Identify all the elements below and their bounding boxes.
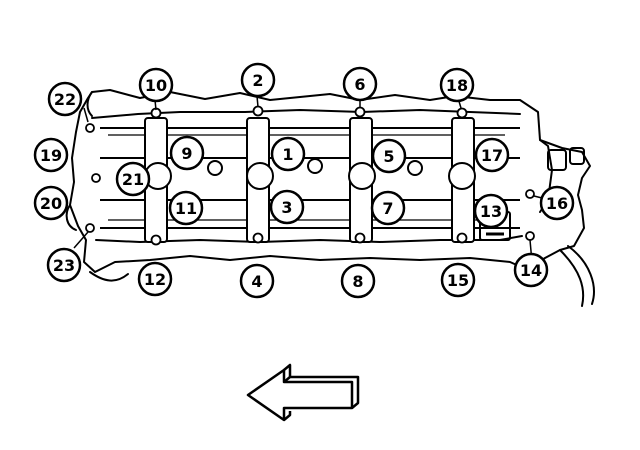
callout-circle xyxy=(47,81,83,117)
callout-circle xyxy=(539,185,575,221)
end-features xyxy=(479,147,585,241)
callout-label: 13 xyxy=(480,202,502,221)
callout-label: 16 xyxy=(546,194,568,213)
callout-label: 23 xyxy=(53,256,75,275)
callout-circle xyxy=(168,190,204,226)
callout-bolt-17: 17 xyxy=(474,137,510,173)
callout-label: 12 xyxy=(144,270,166,289)
callout-label: 5 xyxy=(383,147,394,166)
callout-bolt-8: 8 xyxy=(340,263,376,299)
bearing-caps xyxy=(144,117,475,243)
callout-circle xyxy=(239,263,275,299)
callout-circle xyxy=(513,252,549,288)
callout-bolt-23: 23 xyxy=(46,247,82,283)
callout-label: 14 xyxy=(520,261,542,280)
callout-label: 2 xyxy=(252,71,263,90)
callout-bolt-3: 3 xyxy=(269,189,305,225)
callout-label: 1 xyxy=(282,145,293,164)
left-arrow-icon xyxy=(246,363,360,422)
callout-circle xyxy=(270,136,306,172)
callout-bolt-12: 12 xyxy=(137,261,173,297)
callout-circle xyxy=(138,67,174,103)
callout-bolt-16: 16 xyxy=(539,185,575,221)
callout-label: 7 xyxy=(382,199,393,218)
callout-bolt-18: 18 xyxy=(439,67,475,103)
callout-bolt-19: 19 xyxy=(33,137,69,173)
callout-label: 21 xyxy=(122,170,144,189)
callout-label: 8 xyxy=(352,272,363,291)
callout-circle xyxy=(115,161,151,197)
callout-bolt-9: 9 xyxy=(169,135,205,171)
callout-circle xyxy=(342,66,378,102)
callout-circle xyxy=(46,247,82,283)
callout-circle xyxy=(474,137,510,173)
callout-bolt-20: 20 xyxy=(33,185,69,221)
callout-circle xyxy=(33,137,69,173)
callout-bolt-1: 1 xyxy=(270,136,306,172)
callout-label: 17 xyxy=(481,146,503,165)
callout-circle xyxy=(240,62,276,98)
callout-bolt-10: 10 xyxy=(138,67,174,103)
callout-label: 19 xyxy=(40,146,62,165)
callout-bolt-7: 7 xyxy=(370,190,406,226)
callout-label: 18 xyxy=(446,76,468,95)
callout-circle xyxy=(439,67,475,103)
callout-label: 22 xyxy=(54,90,76,109)
callout-circle xyxy=(371,138,407,174)
callout-bolt-2: 2 xyxy=(240,62,276,98)
callout-label: 10 xyxy=(145,76,167,95)
callout-label: 20 xyxy=(40,194,62,213)
callout-bolt-5: 5 xyxy=(371,138,407,174)
callout-bolt-4: 4 xyxy=(239,263,275,299)
callout-circle xyxy=(473,193,509,229)
callout-circle xyxy=(269,189,305,225)
callout-bolt-15: 15 xyxy=(440,262,476,298)
callout-bolt-22: 22 xyxy=(47,81,83,117)
callout-label: 3 xyxy=(281,198,292,217)
callout-label: 15 xyxy=(447,271,469,290)
callout-circle xyxy=(340,263,376,299)
callout-circle xyxy=(137,261,173,297)
callout-bolt-13: 13 xyxy=(473,193,509,229)
callout-bolt-6: 6 xyxy=(342,66,378,102)
callout-label: 9 xyxy=(181,144,192,163)
camshaft-channels xyxy=(100,127,520,229)
callout-label: 11 xyxy=(175,199,197,218)
callout-circle xyxy=(370,190,406,226)
callout-label: 6 xyxy=(354,75,365,94)
callout-bolt-14: 14 xyxy=(513,252,549,288)
callout-circle xyxy=(169,135,205,171)
callout-label: 4 xyxy=(251,272,262,291)
callout-circle xyxy=(33,185,69,221)
callout-circle xyxy=(440,262,476,298)
callout-bolt-21: 21 xyxy=(115,161,151,197)
callout-bolt-11: 11 xyxy=(168,190,204,226)
